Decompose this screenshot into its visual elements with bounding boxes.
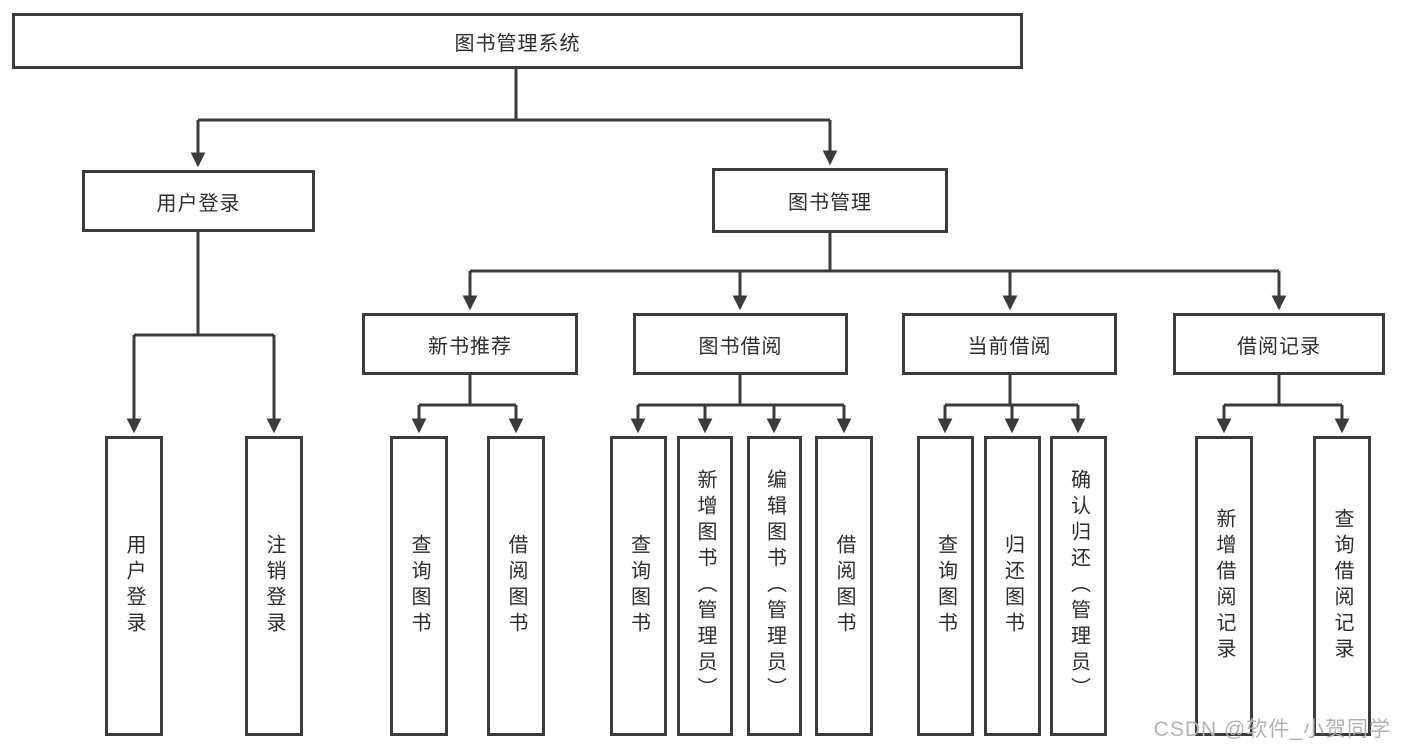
- node-book-borrowing-label: 图书借阅: [698, 335, 783, 358]
- node-borrowing-records-label: 借阅记录: [1237, 335, 1321, 358]
- node-library-system: 图书管理系统: [12, 13, 1023, 69]
- leaf-query-books-current: 查询图书: [917, 436, 974, 736]
- node-new-book-recommendation-label: 新书推荐: [428, 335, 512, 358]
- leaf-query-books-borrowing: 查询图书: [610, 436, 667, 736]
- leaf-add-book-admin: 新增图书（管理员）: [677, 436, 733, 736]
- leaf-query-books-borrowing-label: 查询图书: [627, 534, 650, 638]
- node-user-login: 用户登录: [82, 170, 315, 232]
- leaf-query-borrow-record-label: 查询借阅记录: [1331, 508, 1353, 664]
- node-current-borrowing: 当前借阅: [902, 313, 1117, 375]
- leaf-add-borrow-record: 新增借阅记录: [1195, 436, 1253, 736]
- node-borrowing-records: 借阅记录: [1173, 313, 1385, 375]
- node-book-management-label: 图书管理: [788, 192, 872, 214]
- leaf-user-login: 用户登录: [105, 436, 163, 736]
- leaf-query-borrow-record: 查询借阅记录: [1313, 436, 1371, 736]
- leaf-query-books-current-label: 查询图书: [934, 534, 957, 638]
- node-library-system-label: 图书管理系统: [454, 32, 581, 55]
- leaf-borrow-books-recommend: 借阅图书: [487, 436, 545, 736]
- leaf-borrow-books-borrowing-label: 借阅图书: [833, 534, 855, 638]
- node-new-book-recommendation: 新书推荐: [362, 313, 578, 375]
- leaf-return-books: 归还图书: [984, 436, 1041, 736]
- watermark: CSDN @软件_小贺同学: [1153, 718, 1391, 741]
- leaf-logout: 注销登录: [245, 436, 303, 736]
- leaf-add-borrow-record-label: 新增借阅记录: [1213, 508, 1235, 664]
- node-current-borrowing-label: 当前借阅: [967, 335, 1052, 358]
- leaf-logout-label: 注销登录: [263, 534, 285, 638]
- leaf-edit-book-admin: 编辑图书（管理员）: [747, 436, 802, 736]
- leaf-borrow-books-recommend-label: 借阅图书: [505, 534, 527, 638]
- node-book-borrowing: 图书借阅: [633, 313, 848, 375]
- leaf-query-books-recommend: 查询图书: [390, 436, 448, 736]
- leaf-user-login-label: 用户登录: [123, 534, 145, 638]
- node-user-login-label: 用户登录: [156, 192, 241, 215]
- leaf-confirm-return-admin: 确认归还（管理员）: [1050, 436, 1107, 736]
- leaf-return-books-label: 归还图书: [1001, 534, 1024, 638]
- leaf-confirm-return-admin-label: 确认归还（管理员）: [1067, 469, 1090, 703]
- leaf-query-books-recommend-label: 查询图书: [408, 534, 430, 638]
- leaf-borrow-books-borrowing: 借阅图书: [815, 436, 873, 736]
- node-book-management: 图书管理: [712, 168, 948, 233]
- leaf-add-book-admin-label: 新增图书（管理员）: [694, 469, 716, 703]
- leaf-edit-book-admin-label: 编辑图书（管理员）: [763, 469, 786, 703]
